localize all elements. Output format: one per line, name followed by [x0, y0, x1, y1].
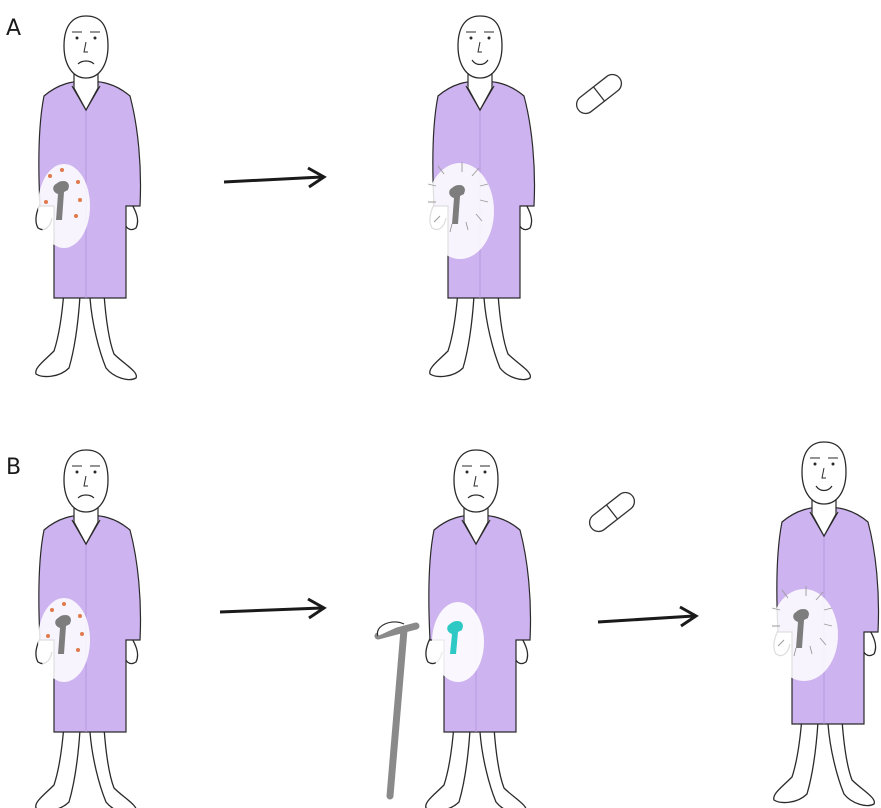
patient-a-before	[36, 16, 141, 380]
capsule-icon	[573, 71, 625, 117]
cane-icon	[377, 622, 416, 796]
capsule-icon	[586, 489, 638, 535]
patient-b-after	[770, 442, 879, 806]
patient-a-after	[426, 16, 535, 380]
arrow-right-icon	[224, 168, 324, 187]
patient-b-with-cane	[426, 450, 531, 808]
arrow-right-icon	[598, 607, 696, 626]
patient-b-before	[36, 450, 141, 808]
arrow-right-icon	[220, 599, 324, 618]
